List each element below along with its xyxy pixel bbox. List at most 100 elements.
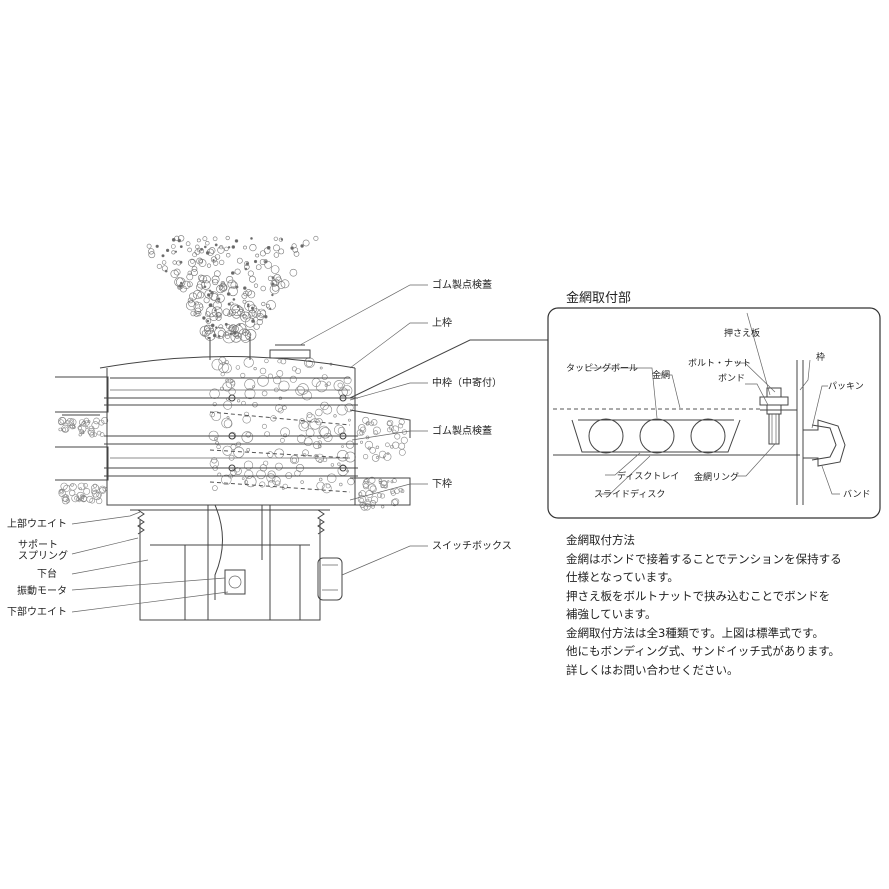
particle	[65, 494, 69, 498]
particle	[231, 309, 242, 319]
particle	[227, 279, 237, 289]
particle	[216, 311, 222, 317]
particle	[213, 260, 219, 266]
particle	[366, 498, 370, 502]
particle	[148, 248, 155, 255]
particle	[297, 383, 309, 395]
particle	[198, 259, 207, 267]
particle	[242, 314, 248, 320]
particle	[255, 253, 260, 258]
particle	[244, 261, 250, 266]
particle	[213, 437, 218, 442]
particle	[68, 418, 77, 426]
particle	[164, 269, 168, 273]
particle	[96, 492, 102, 498]
particle	[390, 480, 394, 484]
particle	[214, 327, 226, 339]
particle	[279, 437, 285, 443]
particle	[69, 489, 76, 497]
particle	[244, 329, 257, 341]
particle	[218, 324, 224, 330]
particle	[86, 495, 94, 503]
particle	[166, 248, 170, 252]
detail-connector	[349, 339, 548, 399]
particle	[316, 481, 325, 490]
particle	[231, 271, 235, 275]
particle	[206, 263, 212, 268]
particle	[211, 306, 223, 318]
particle	[270, 265, 280, 274]
particle	[229, 301, 234, 306]
particle	[343, 376, 352, 385]
particle	[231, 304, 243, 316]
particle	[280, 279, 290, 289]
particle	[272, 476, 281, 486]
particle	[278, 380, 290, 392]
particle	[58, 488, 64, 495]
particle	[257, 375, 269, 387]
particle	[256, 318, 263, 326]
label-middle-frame: 中枠（中寄付）	[432, 376, 502, 389]
label-bolt-nut: ボルト・ナット	[688, 358, 751, 369]
particle	[270, 280, 278, 287]
particle	[236, 257, 243, 264]
particle	[398, 487, 403, 493]
particle	[216, 284, 225, 294]
particle	[233, 446, 245, 458]
particle	[91, 490, 100, 498]
particle	[83, 483, 88, 488]
particle	[398, 418, 405, 425]
particle	[363, 454, 369, 460]
particle	[264, 261, 273, 269]
particle	[369, 446, 377, 454]
particle	[266, 246, 271, 250]
particle	[321, 374, 328, 380]
particle	[185, 241, 191, 246]
particle	[367, 483, 376, 492]
particle	[72, 425, 76, 429]
particle	[236, 305, 240, 309]
particle	[289, 455, 299, 465]
particle	[244, 388, 256, 400]
particle	[306, 412, 313, 418]
particle	[76, 491, 85, 500]
particle	[91, 483, 99, 492]
particle	[261, 390, 268, 397]
particle	[273, 274, 281, 282]
particle	[337, 462, 341, 466]
particle	[341, 385, 353, 396]
particle	[320, 401, 329, 411]
particle	[247, 303, 250, 306]
particle	[95, 497, 103, 505]
particle	[212, 485, 218, 491]
particle	[243, 357, 254, 368]
particle	[269, 307, 272, 310]
particle	[79, 487, 82, 491]
particle	[243, 460, 254, 470]
particle	[99, 487, 106, 494]
particle	[267, 275, 274, 282]
particle	[212, 402, 217, 407]
particle	[229, 324, 237, 332]
particle	[214, 270, 221, 278]
particle	[337, 426, 346, 435]
particle	[319, 427, 331, 439]
particle	[244, 300, 255, 312]
particle	[202, 236, 208, 242]
particle	[71, 494, 80, 503]
particle	[212, 259, 215, 262]
particle	[398, 448, 406, 456]
particle	[215, 314, 222, 321]
particle	[321, 483, 332, 494]
particle	[368, 476, 376, 484]
particle	[230, 444, 237, 450]
particle	[205, 318, 212, 324]
particle	[211, 275, 220, 284]
particle	[205, 311, 211, 317]
particle	[315, 408, 323, 417]
particle	[391, 425, 400, 434]
particle	[378, 478, 382, 483]
particle	[259, 481, 266, 488]
particle	[265, 303, 270, 308]
